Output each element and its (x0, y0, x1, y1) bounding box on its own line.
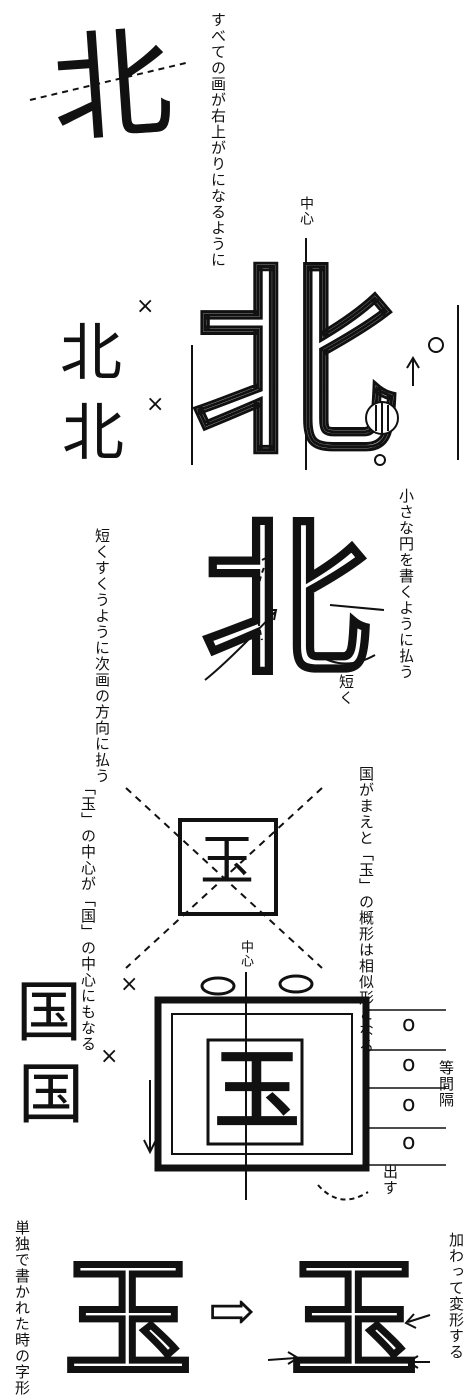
wrong-kuni-1: 国 (16, 974, 82, 1051)
char-after: 玉 (288, 1245, 419, 1395)
note-standalone-form: 単独で書かれた時の字形 (13, 1220, 31, 1396)
center-label-4: 中心 (238, 940, 253, 968)
circle-mark-2: o (402, 1052, 416, 1077)
slope-guide-line (29, 61, 191, 101)
transform-arrow: ⇨ (208, 1279, 255, 1344)
circle-mark-1: o (402, 1012, 416, 1037)
wrong-example-2: 北 (62, 396, 125, 469)
wrong-kuni-2: 国 (18, 1056, 84, 1133)
main-char-bei-section3: 北 (201, 501, 372, 699)
note-small-circle: 小さな円を書くように払う (397, 488, 415, 680)
x-mark-kuni-1: × (120, 972, 139, 997)
main-char-bei-outline: 北 (191, 244, 399, 484)
short-label: 短く (337, 674, 355, 706)
inner-char-gyoku-large: 玉 (214, 1040, 300, 1141)
note-slope-upward: すべての画が右上がりになるように (209, 12, 227, 268)
x-mark-kuni-2: × (100, 1044, 119, 1069)
extend-label: 出す (381, 1164, 399, 1196)
note-deformed: 加わって変形する (447, 1232, 465, 1360)
circle-mark-3: o (402, 1092, 416, 1117)
x-mark-2: × (146, 392, 165, 417)
circle-mark-4: o (402, 1130, 416, 1155)
wrong-example-1: 北 (60, 316, 123, 389)
hatched-circle (365, 401, 399, 435)
center-line (191, 238, 459, 470)
stroke-direction-arrows (204, 554, 385, 681)
x-mark-1: × (136, 294, 155, 319)
similar-shape-diagram (125, 787, 323, 969)
char-before: 玉 (62, 1245, 193, 1395)
center-label: 中心 (298, 196, 314, 226)
big-kuni-frame (143, 972, 446, 1201)
equal-spacing-label: 等間隔 (437, 1060, 455, 1108)
inner-char-gyoku-small: 玉 (200, 829, 254, 892)
